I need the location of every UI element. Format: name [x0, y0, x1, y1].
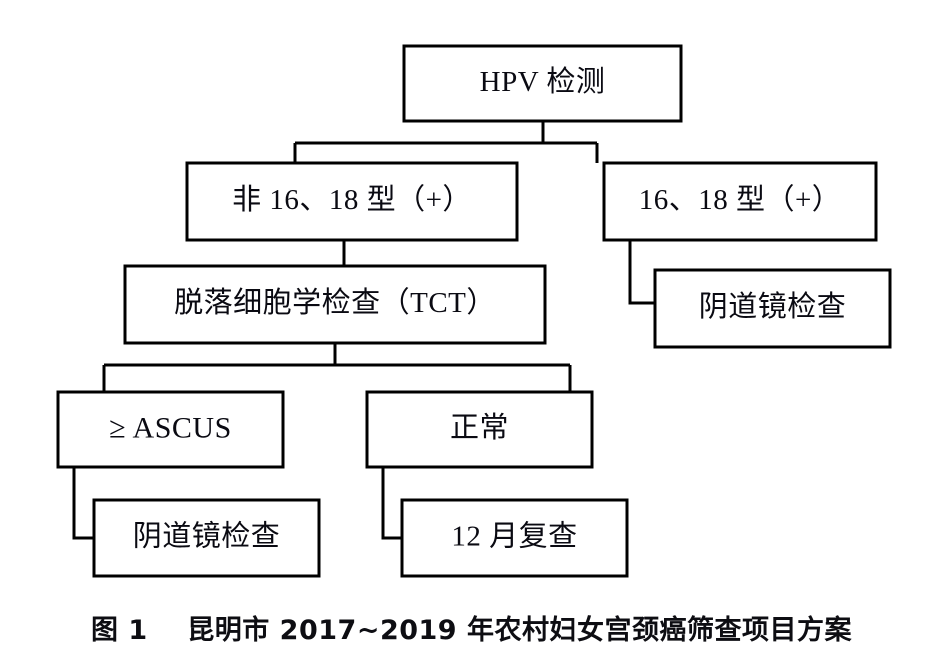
flow-node-recheck12[interactable]: 12 月复查 [400, 498, 629, 578]
node-label: 阴道镜检查 [699, 290, 847, 323]
figure-caption: 图 1 昆明市 2017~2019 年农村妇女宫颈癌筛查项目方案 [90, 615, 852, 646]
node-label: 12 月复查 [451, 520, 577, 553]
flow-connector [381, 467, 402, 540]
node-box [653, 268, 892, 349]
node-label: ≥ ASCUS [109, 411, 232, 444]
node-box [602, 161, 878, 242]
flow-node-tct[interactable]: 脱落细胞学检查（TCT） [123, 264, 547, 345]
node-box [185, 161, 519, 242]
node-box [92, 498, 321, 578]
flow-node-colpo_b[interactable]: 阴道镜检查 [92, 498, 321, 578]
flow-connector [72, 467, 94, 540]
flow-node-non1618[interactable]: 非 16、18 型（+） [185, 161, 519, 242]
node-label: 非 16、18 型（+） [232, 183, 472, 216]
node-box [123, 264, 547, 345]
node-label: 16、18 型（+） [639, 183, 842, 216]
flow-node-pos1618[interactable]: 16、18 型（+） [602, 161, 878, 242]
flow-node-hpv[interactable]: HPV 检测 [402, 44, 683, 123]
node-box [365, 390, 594, 469]
node-label: 阴道镜检查 [133, 520, 281, 553]
flow-node-colpo_r[interactable]: 阴道镜检查 [653, 268, 892, 349]
node-box [56, 390, 285, 469]
flow-connector [628, 240, 655, 305]
node-box [400, 498, 629, 578]
connector-layer [72, 121, 655, 540]
node-label: 脱落细胞学检查（TCT） [174, 286, 496, 319]
flow-node-ascus[interactable]: ≥ ASCUS [56, 390, 285, 469]
node-layer: HPV 检测非 16、18 型（+） 16、18 型（+） 脱落细胞学检查（TCT）… [56, 44, 892, 578]
node-label: HPV 检测 [480, 65, 606, 98]
node-box [402, 44, 683, 123]
node-label: 正常 [450, 411, 509, 444]
flow-node-normal[interactable]: 正常 [365, 390, 594, 469]
